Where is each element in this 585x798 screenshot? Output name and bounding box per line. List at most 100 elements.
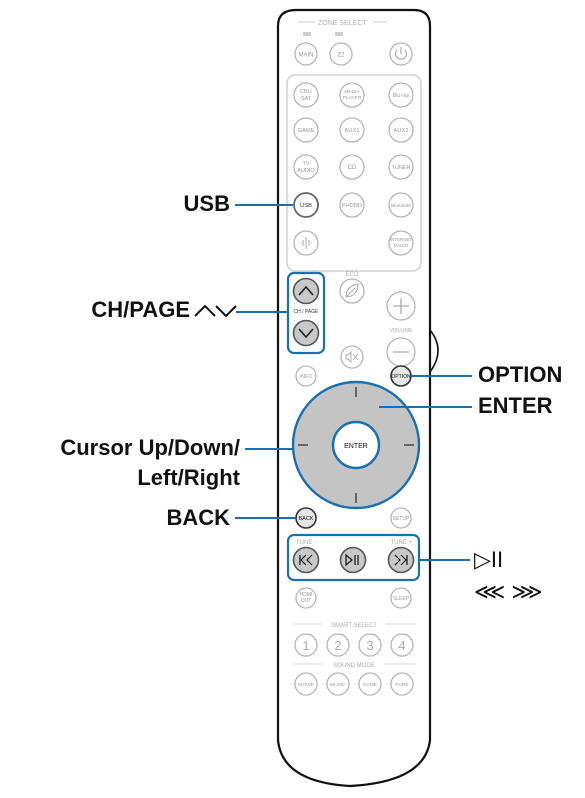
option-callout: OPTION xyxy=(478,362,563,387)
svg-text:ENTER: ENTER xyxy=(344,443,368,450)
svg-text:HDMI: HDMI xyxy=(300,592,313,598)
zone-select-label: ZONE SELECT xyxy=(318,20,367,27)
source-aux2-button[interactable]: AUX2 xyxy=(388,117,414,143)
game-mode-button[interactable]: GAME xyxy=(358,672,382,696)
eco-button[interactable] xyxy=(339,278,365,304)
hdmi-out-button[interactable]: HDMI OUT xyxy=(295,587,317,609)
ch-page-up-button[interactable] xyxy=(292,277,320,305)
usb-callout: USB xyxy=(183,191,230,216)
source-phono-button[interactable]: PHONO xyxy=(339,192,365,218)
leaf-icon xyxy=(345,283,359,298)
smart-select-4-button[interactable]: 4 xyxy=(390,633,414,657)
sound-mode-label: SOUND MODE xyxy=(333,663,374,669)
svg-text:SAT: SAT xyxy=(301,96,312,102)
svg-text:CBL/: CBL/ xyxy=(300,89,313,95)
svg-text:4: 4 xyxy=(398,638,405,653)
tune-minus-label: TUNE − xyxy=(296,540,318,546)
svg-text:INTERNET: INTERNET xyxy=(390,237,413,242)
source-tuner-button[interactable]: TUNER xyxy=(388,154,414,180)
chevron-up-icon xyxy=(298,285,314,296)
smart-select-2-button[interactable]: 2 xyxy=(326,633,350,657)
volume-up-button[interactable] xyxy=(386,291,416,321)
power-icon xyxy=(394,49,408,60)
source-usb-button[interactable]: USB xyxy=(293,192,319,218)
enter-button[interactable]: ENTER xyxy=(331,420,381,470)
source-cbl-sat-button[interactable]: CBL/ SAT xyxy=(293,82,319,108)
enter-callout: ENTER xyxy=(478,393,553,418)
svg-text:GAME: GAME xyxy=(363,682,377,688)
cursor-callout-line1: Cursor Up/Down/ xyxy=(60,435,240,460)
ch-page-up-down-icon xyxy=(194,304,237,318)
svg-text:OUT: OUT xyxy=(301,598,312,604)
svg-text:MUSIC: MUSIC xyxy=(330,682,346,688)
power-button[interactable] xyxy=(389,42,413,66)
zone-indicator-z2 xyxy=(335,32,343,36)
remote-side-bulge xyxy=(429,329,439,373)
sleep-button[interactable]: SLEEP xyxy=(390,587,412,609)
music-button[interactable]: MUSIC xyxy=(326,672,350,696)
play-pause-icon xyxy=(345,553,359,567)
svg-text:1: 1 xyxy=(302,638,309,653)
volume-down-button[interactable] xyxy=(386,337,416,367)
source-internet-radio-button[interactable]: INTERNET RADIO xyxy=(388,230,414,256)
back-button[interactable]: BACK xyxy=(295,507,317,529)
zone-indicator-main xyxy=(303,32,311,36)
svg-text:CD: CD xyxy=(348,165,357,171)
tune-plus-label: TUNE + xyxy=(390,540,412,546)
cursor-callout-line2: Left/Right xyxy=(137,465,240,490)
svg-text:TUNER: TUNER xyxy=(392,165,411,171)
skip-callout: ⋘ ⋙ xyxy=(474,579,543,604)
svg-text:Z2: Z2 xyxy=(337,53,345,59)
heos-icon xyxy=(300,237,312,249)
source-panel xyxy=(286,74,422,272)
smart-select-3-button[interactable]: 3 xyxy=(358,633,382,657)
svg-text:MEDIA: MEDIA xyxy=(344,89,360,95)
volume-label: VOLUME xyxy=(389,328,413,334)
play-pause-button[interactable] xyxy=(339,546,367,574)
mute-icon xyxy=(345,350,359,364)
source-game-button[interactable]: GAME xyxy=(293,117,319,143)
ch-page-label: CH / PAGE xyxy=(294,309,320,315)
source-aux1-button[interactable]: AUX1 xyxy=(339,117,365,143)
source-bluetooth-button[interactable]: Bluetooth xyxy=(388,192,414,218)
transport-highlight xyxy=(286,533,421,582)
mute-button[interactable] xyxy=(340,345,364,369)
svg-text:Bluetooth: Bluetooth xyxy=(391,203,412,209)
svg-text:MAIN: MAIN xyxy=(299,53,314,59)
setup-button[interactable]: SETUP xyxy=(390,507,412,529)
smart-select-1-button[interactable]: 1 xyxy=(294,633,318,657)
svg-text:SLEEP: SLEEP xyxy=(393,596,410,602)
source-tv-audio-button[interactable]: TV AUDIO xyxy=(293,154,319,180)
movie-button[interactable]: MOVIE xyxy=(294,672,318,696)
skip-forward-button[interactable] xyxy=(387,546,415,574)
svg-text:3: 3 xyxy=(366,638,373,653)
svg-text:RADIO: RADIO xyxy=(394,243,409,248)
play-pause-callout: ▷II xyxy=(474,547,504,572)
source-cd-button[interactable]: CD xyxy=(339,154,365,180)
svg-text:AUX2: AUX2 xyxy=(393,128,408,134)
back-callout: BACK xyxy=(166,505,230,530)
source-bluray-button[interactable]: Blu-ray xyxy=(388,82,414,108)
z2-button[interactable]: Z2 xyxy=(329,42,353,66)
ch-page-down-button[interactable] xyxy=(292,319,320,347)
pure-button[interactable]: PURE xyxy=(390,672,414,696)
main-button[interactable]: MAIN xyxy=(294,42,318,66)
svg-text:MOVIE: MOVIE xyxy=(298,682,313,688)
eco-label: ECO xyxy=(345,272,358,278)
svg-text:PURE: PURE xyxy=(395,682,408,688)
svg-text:AUDIO: AUDIO xyxy=(297,168,315,174)
ch-page-callout: CH/PAGE xyxy=(91,297,190,322)
source-heos-button[interactable] xyxy=(293,230,319,256)
svg-text:TV: TV xyxy=(302,161,309,167)
skip-back-button[interactable] xyxy=(292,546,320,574)
svg-text:PHONO: PHONO xyxy=(342,203,363,209)
info-button[interactable]: INFO xyxy=(295,365,317,387)
svg-text:2: 2 xyxy=(334,638,341,653)
svg-text:INFO: INFO xyxy=(299,374,313,380)
svg-text:AUX1: AUX1 xyxy=(344,128,359,134)
svg-text:SETUP: SETUP xyxy=(393,516,410,522)
svg-text:USB: USB xyxy=(300,203,312,209)
skip-back-icon xyxy=(299,554,313,566)
source-media-player-button[interactable]: MEDIA PLAYER xyxy=(339,82,365,108)
option-button[interactable]: OPTION xyxy=(390,365,412,387)
